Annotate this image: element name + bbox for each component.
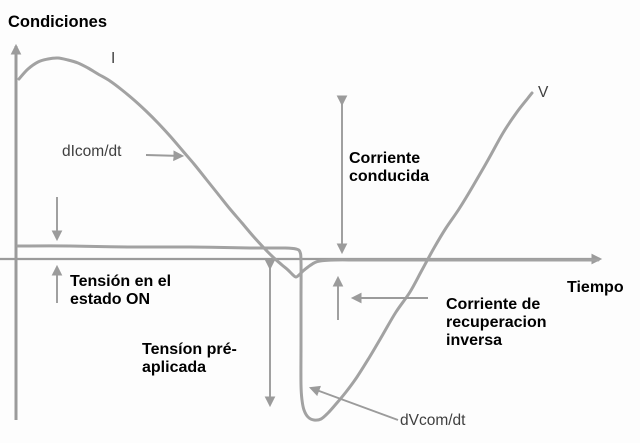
pre-applied-voltage-label: Tensíon pré-aplicada <box>142 341 237 376</box>
reverse-recovery-label: Corriente de recuperacion inversa <box>446 296 547 349</box>
di-dt-leader-arrow <box>145 150 185 162</box>
di-dt-label: dIcom/dt <box>62 143 122 160</box>
on-state-voltage-label: Tensión en el estado ON <box>70 273 172 308</box>
conducted-current-label: Corriente conducida <box>349 150 430 185</box>
voltage-curve-label: V <box>538 84 549 101</box>
dv-dt-leader-arrow <box>308 385 399 421</box>
v-curve <box>16 91 534 422</box>
i-curve <box>17 56 600 279</box>
x-axis-label: Tiempo <box>567 279 624 296</box>
current-curve-label: I <box>111 50 116 67</box>
dv-dt-label: dVcom/dt <box>400 412 466 429</box>
y-axis-title: Condiciones <box>8 13 108 31</box>
